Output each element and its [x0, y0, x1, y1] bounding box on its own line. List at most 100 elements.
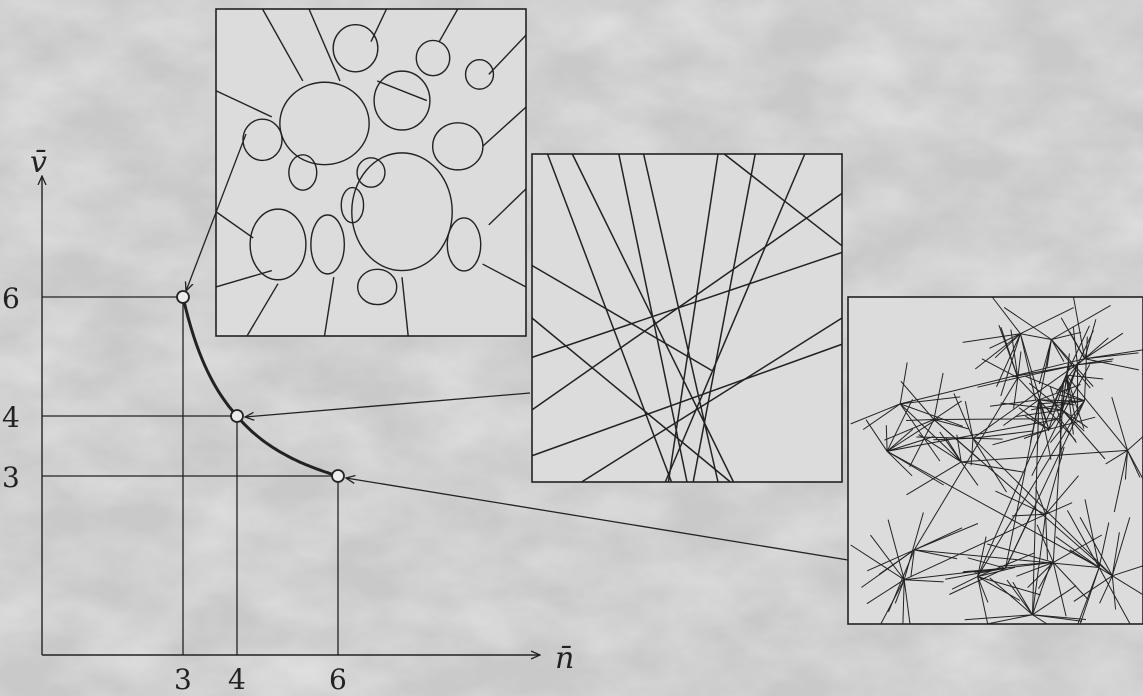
network-edge — [989, 577, 1033, 616]
x-tick-label: 3 — [174, 663, 192, 696]
network-edge — [878, 549, 915, 575]
network-edge — [1084, 358, 1139, 371]
network-edge — [1049, 400, 1085, 444]
network-edge — [866, 579, 905, 605]
foam-edge — [438, 8, 459, 43]
network-edge — [933, 372, 944, 420]
foam-edge — [488, 188, 527, 226]
network-edge — [1047, 409, 1063, 432]
foam-edge — [215, 211, 254, 239]
network-edge — [1111, 396, 1128, 451]
network-edge — [964, 614, 1033, 621]
network-edge — [1051, 331, 1082, 340]
network-edge — [886, 450, 1100, 568]
network-edge — [977, 566, 1016, 578]
foam-cell — [415, 39, 451, 77]
network-edge — [1038, 562, 1054, 590]
network-edge — [1052, 562, 1067, 617]
foam-edge — [482, 263, 527, 288]
network-edge — [1003, 306, 1052, 340]
network-edge — [1005, 339, 1052, 569]
network-edge — [1038, 399, 1050, 430]
network-edge — [1025, 415, 1050, 430]
network-edge — [1035, 487, 1047, 515]
network-edge — [1032, 399, 1040, 615]
foam-cell — [288, 154, 318, 191]
network-edge — [1048, 370, 1069, 430]
network-edge — [1124, 450, 1128, 480]
network-edge — [933, 418, 1061, 420]
foam-cell — [356, 157, 386, 188]
network-edge — [1105, 449, 1128, 465]
network-edge — [1016, 561, 1054, 577]
network-edge — [945, 567, 1006, 580]
network-edge — [972, 438, 1007, 493]
network-edge — [918, 434, 962, 463]
y-tick-label: 6 — [2, 282, 20, 315]
network-edge — [1111, 517, 1131, 576]
network-edge — [1098, 522, 1110, 568]
network-edge — [900, 403, 964, 427]
network-edge — [1079, 517, 1113, 577]
network-edge — [1112, 565, 1143, 577]
network-edge — [903, 579, 911, 625]
arrangement-line — [581, 317, 843, 483]
network-edge — [1019, 333, 1050, 430]
foam-edge — [482, 106, 527, 147]
network-edge — [1050, 339, 1065, 362]
network-edge — [1058, 394, 1085, 402]
network-edge — [1038, 339, 1052, 385]
foam-cell — [310, 214, 346, 275]
network-edge — [992, 428, 1049, 446]
arrangement-line — [692, 153, 756, 483]
network-edge — [961, 461, 1024, 473]
network-edge — [1039, 400, 1085, 405]
network-edge — [1127, 450, 1143, 480]
foam-edge — [261, 8, 304, 82]
network-edge — [914, 523, 979, 551]
network-edge — [991, 296, 1021, 335]
arrangement-line — [546, 153, 673, 483]
network-edge — [1077, 358, 1114, 366]
network-edge — [1036, 524, 1054, 563]
network-edge — [1013, 377, 1019, 409]
foam-edge — [308, 8, 341, 82]
network-edge — [963, 567, 1006, 573]
network-edge — [977, 536, 987, 577]
y-tick-label: 4 — [2, 401, 20, 434]
network-edge — [1059, 383, 1064, 419]
network-edge — [953, 393, 974, 439]
network-edge — [1061, 409, 1085, 432]
network-edge — [1072, 326, 1078, 365]
data-point — [331, 469, 345, 483]
arrangement-line — [531, 192, 843, 411]
arrangement-line — [667, 153, 719, 483]
arrangement-line — [531, 264, 713, 372]
foam-edge — [401, 277, 409, 337]
network-edge — [1055, 536, 1100, 568]
foam-cell — [446, 217, 482, 272]
network-edge — [899, 403, 941, 462]
network-edge — [956, 434, 962, 462]
line-arrangement-panel — [531, 153, 843, 483]
network-edge — [1051, 304, 1111, 340]
network-edge — [1045, 514, 1048, 560]
network-edge — [972, 430, 1034, 439]
arrangement-line — [531, 343, 843, 457]
network-edge — [900, 380, 935, 420]
network-edge — [960, 461, 979, 486]
network-edge — [1059, 364, 1091, 420]
foam-edge — [215, 269, 272, 288]
foam-cell — [242, 118, 283, 162]
network-edge — [1060, 317, 1086, 359]
foam-cell — [373, 70, 431, 131]
network-edge — [886, 450, 944, 486]
network-edge — [961, 449, 1128, 463]
network-edge — [1099, 575, 1113, 604]
network-edge — [994, 333, 1021, 359]
network-edge — [1031, 400, 1085, 411]
network-edge — [1024, 375, 1085, 402]
network-edge — [1045, 475, 1079, 515]
foam-cell — [356, 268, 398, 306]
network-edge — [1017, 364, 1078, 379]
